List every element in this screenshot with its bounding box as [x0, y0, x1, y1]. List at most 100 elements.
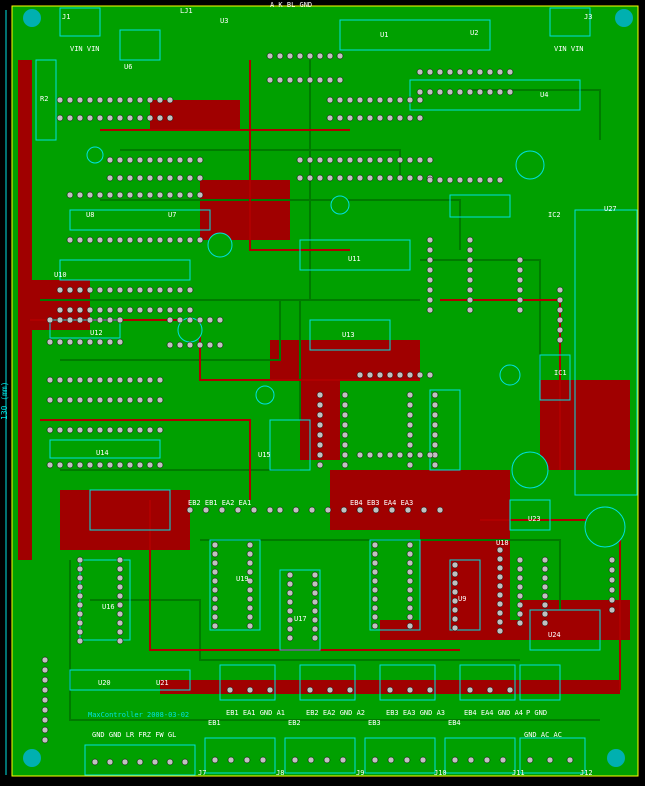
- pad: [106, 758, 114, 766]
- pad: [436, 68, 444, 76]
- pad: [136, 306, 144, 314]
- pad: [516, 256, 524, 264]
- pad: [106, 286, 114, 294]
- pad: [416, 156, 424, 164]
- pad: [211, 622, 219, 630]
- pad: [307, 756, 315, 764]
- pad: [296, 156, 304, 164]
- pad: [516, 619, 524, 627]
- pad: [496, 627, 504, 635]
- pad: [486, 88, 494, 96]
- bottom-copper-layer: [18, 60, 630, 694]
- pad: [496, 618, 504, 626]
- silkscreen-label: EB2 EB1 EA2 EA1: [188, 499, 252, 507]
- pad: [211, 568, 219, 576]
- pad: [426, 256, 434, 264]
- pad: [146, 191, 154, 199]
- pad: [136, 96, 144, 104]
- component-pads: [41, 52, 616, 766]
- pad: [66, 376, 74, 384]
- pad: [196, 341, 204, 349]
- pad: [146, 114, 154, 122]
- silkscreen-label: U2: [470, 29, 479, 37]
- pad: [296, 52, 304, 60]
- pad: [66, 316, 74, 324]
- pad: [186, 506, 194, 514]
- pad: [211, 541, 219, 549]
- pad: [371, 541, 379, 549]
- pad: [326, 686, 334, 694]
- pad: [56, 376, 64, 384]
- pad: [366, 451, 374, 459]
- pad: [86, 376, 94, 384]
- pad: [496, 176, 504, 184]
- pad: [126, 236, 134, 244]
- pad: [86, 236, 94, 244]
- pad: [446, 68, 454, 76]
- pad: [516, 574, 524, 582]
- pad: [436, 88, 444, 96]
- pad: [336, 96, 344, 104]
- silkscreen-label: IC2: [548, 211, 561, 219]
- pad: [106, 338, 114, 346]
- pad: [276, 52, 284, 60]
- pad: [227, 756, 235, 764]
- silkscreen-label: GND AC AC: [524, 731, 562, 739]
- pad: [246, 604, 254, 612]
- pad: [56, 306, 64, 314]
- pad: [316, 461, 324, 469]
- pad: [46, 376, 54, 384]
- pad: [371, 577, 379, 585]
- pad: [406, 421, 414, 429]
- pad: [323, 756, 331, 764]
- pad: [556, 296, 564, 304]
- pad: [156, 376, 164, 384]
- pad: [66, 426, 74, 434]
- silkscreen-label: U4: [540, 91, 549, 99]
- pad: [166, 156, 174, 164]
- pad: [126, 461, 134, 469]
- pad: [496, 591, 504, 599]
- pad: [406, 622, 414, 630]
- pad: [76, 601, 84, 609]
- pad: [406, 371, 414, 379]
- pad: [76, 236, 84, 244]
- pad: [541, 592, 549, 600]
- pad: [202, 506, 210, 514]
- pad: [76, 338, 84, 346]
- pad: [326, 52, 334, 60]
- pad: [86, 396, 94, 404]
- pad: [426, 276, 434, 284]
- pad: [106, 236, 114, 244]
- pad: [116, 628, 124, 636]
- pad: [96, 96, 104, 104]
- pad: [483, 756, 491, 764]
- pad: [456, 88, 464, 96]
- pad: [341, 391, 349, 399]
- pad: [286, 589, 294, 597]
- pad: [608, 586, 616, 594]
- silkscreen-outlines: [35, 7, 638, 776]
- silkscreen-label: U1: [380, 31, 389, 39]
- pad: [146, 461, 154, 469]
- pad: [116, 236, 124, 244]
- pad: [116, 610, 124, 618]
- pad: [466, 276, 474, 284]
- pad: [126, 114, 134, 122]
- pad: [406, 156, 414, 164]
- silkscreen-label: J7: [198, 769, 207, 777]
- pad: [136, 286, 144, 294]
- pad: [566, 756, 574, 764]
- pad: [246, 550, 254, 558]
- pad: [526, 756, 534, 764]
- pad: [246, 586, 254, 594]
- pad: [76, 191, 84, 199]
- pad: [146, 306, 154, 314]
- pad: [496, 564, 504, 572]
- pad: [116, 96, 124, 104]
- pad: [406, 595, 414, 603]
- pad: [206, 316, 214, 324]
- pad: [541, 556, 549, 564]
- pad: [76, 610, 84, 618]
- pad: [371, 604, 379, 612]
